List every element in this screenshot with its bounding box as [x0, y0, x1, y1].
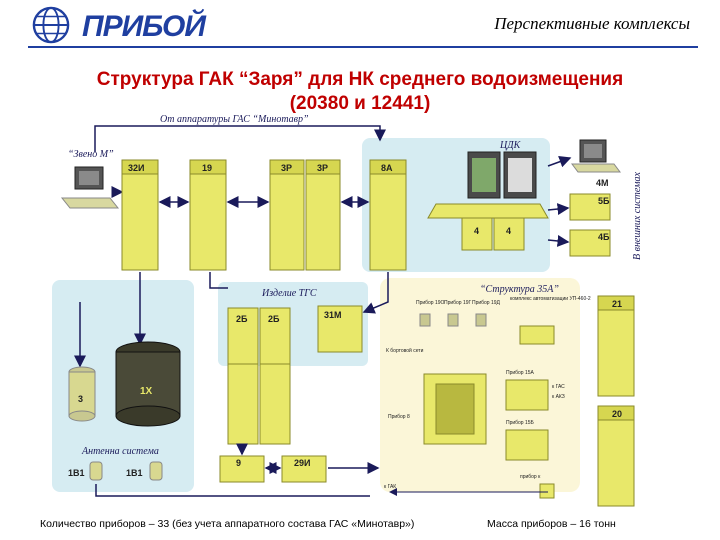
unit-20: 20 — [597, 405, 635, 507]
svg-text:29И: 29И — [294, 458, 310, 468]
svg-text:Прибор 19Г: Прибор 19Г — [444, 300, 472, 306]
globe-logo-icon — [32, 6, 70, 44]
svg-text:3Р: 3Р — [317, 163, 328, 173]
svg-text:19: 19 — [202, 163, 212, 173]
external-systems-label: В внешних системах — [632, 172, 643, 260]
to-gas-label: к ГАС — [552, 384, 565, 390]
tgs-cabinets-lower — [227, 363, 291, 445]
unit-4m-console: 4М — [571, 139, 621, 188]
footer-mass: Масса приборов – 16 тонн — [487, 518, 616, 530]
link-19-tgs — [209, 272, 228, 289]
struktura-main-unit: Прибор 8 — [388, 373, 487, 445]
svg-text:20: 20 — [612, 409, 622, 419]
unit-3r-a: 3Р — [269, 159, 305, 271]
svg-text:комплекс автоматизации УП-460-: комплекс автоматизации УП-460-2 — [510, 296, 591, 302]
title-line-2: (20380 и 12441) — [289, 93, 431, 114]
bottom-bus — [95, 484, 370, 497]
cdk-console: 4 4 — [427, 151, 549, 251]
svg-text:Прибор 19Д: Прибор 19Д — [472, 300, 501, 306]
from-minotavr-label: От аппаратуры ГАС “Минотавр” — [160, 114, 309, 125]
svg-text:Прибор 15А: Прибор 15А — [506, 370, 535, 376]
svg-text:4М: 4М — [596, 178, 609, 188]
cdk-label: ЦДК — [499, 140, 522, 151]
link-5b — [547, 203, 570, 216]
unit-1v1-b: 1В1 — [126, 461, 163, 481]
svg-text:31М: 31М — [324, 310, 342, 320]
link-4m — [547, 155, 572, 168]
to-aks-label: к АКЗ — [552, 394, 565, 400]
unit-4b: 4Б — [569, 229, 611, 257]
footer-device-count: Количество приборов – 33 (без учета аппа… — [40, 518, 415, 530]
svg-text:Прибор 8: Прибор 8 — [388, 414, 410, 420]
to-ggs-label: к ГАК — [384, 484, 396, 490]
unit-9: 9 — [219, 455, 265, 483]
svg-text:2Б: 2Б — [236, 314, 248, 324]
unit-3r-b: 3Р — [305, 159, 341, 271]
svg-text:5Б: 5Б — [598, 196, 610, 206]
unit-p15a: Прибор 15А — [505, 370, 549, 411]
svg-text:1В1: 1В1 — [68, 468, 85, 478]
svg-text:3: 3 — [78, 394, 83, 404]
svg-text:1Х: 1Х — [140, 386, 153, 397]
svg-text:1В1: 1В1 — [126, 468, 143, 478]
zveno-console — [60, 166, 120, 209]
svg-text:9: 9 — [236, 458, 241, 468]
unit-1kh-antenna: 1Х — [115, 341, 181, 427]
to-board-label: К бортовой сети — [386, 347, 424, 354]
svg-text:прибор к: прибор к — [520, 474, 541, 480]
title-line-1: Структура ГАК “Заря” для НК среднего вод… — [96, 69, 624, 90]
logo-text: ПРИБОЙ — [82, 10, 206, 43]
unit-2b-a: 2Б — [227, 307, 259, 365]
minotavr-line — [94, 125, 386, 152]
unit-5b: 5Б — [569, 193, 611, 221]
unit-19: 19 — [189, 159, 227, 271]
unit-8a: 8А — [369, 159, 407, 271]
unit-29i: 29И — [281, 455, 327, 483]
structure-diagram: От аппаратуры ГАС “Минотавр” “Звено М” 3… — [52, 114, 643, 507]
svg-text:4Б: 4Б — [598, 232, 610, 242]
link-8a-tgs — [362, 272, 389, 314]
svg-text:8А: 8А — [381, 163, 393, 173]
svg-text:2Б: 2Б — [268, 314, 280, 324]
zveno-label: “Звено М” — [68, 149, 114, 160]
antenna-label: Антенна система — [81, 446, 159, 457]
section-title: Перспективные комплексы — [494, 14, 690, 33]
unit-31m: 31М — [317, 305, 363, 353]
header: ПРИБОЙ Перспективные комплексы — [0, 0, 720, 52]
svg-text:32И: 32И — [128, 163, 144, 173]
svg-text:3Р: 3Р — [281, 163, 292, 173]
unit-pk: прибор к — [520, 474, 555, 499]
link-4b — [547, 234, 570, 247]
struktura-devices-top: Прибор 19О Прибор 19Г Прибор 19Д комплек… — [416, 296, 591, 345]
unit-32i: 32И — [121, 159, 159, 271]
page-title: Структура ГАК “Заря” для НК среднего вод… — [0, 68, 720, 116]
unit-1v1-a: 1В1 — [68, 461, 103, 481]
svg-text:4: 4 — [474, 226, 479, 236]
svg-text:Прибор 15Б: Прибор 15Б — [506, 420, 535, 426]
unit-3-antenna: 3 — [68, 366, 96, 422]
unit-p15b: Прибор 15Б — [505, 420, 549, 461]
header-divider — [28, 46, 698, 48]
svg-text:21: 21 — [612, 299, 622, 309]
struktura-label: “Структура 35А” — [480, 284, 559, 295]
svg-text:4: 4 — [506, 226, 511, 236]
unit-21: 21 — [597, 295, 635, 397]
svg-text:Прибор 19О: Прибор 19О — [416, 300, 445, 306]
unit-2b-b: 2Б — [259, 307, 291, 365]
tgs-label: Изделие ТГС — [261, 288, 317, 299]
